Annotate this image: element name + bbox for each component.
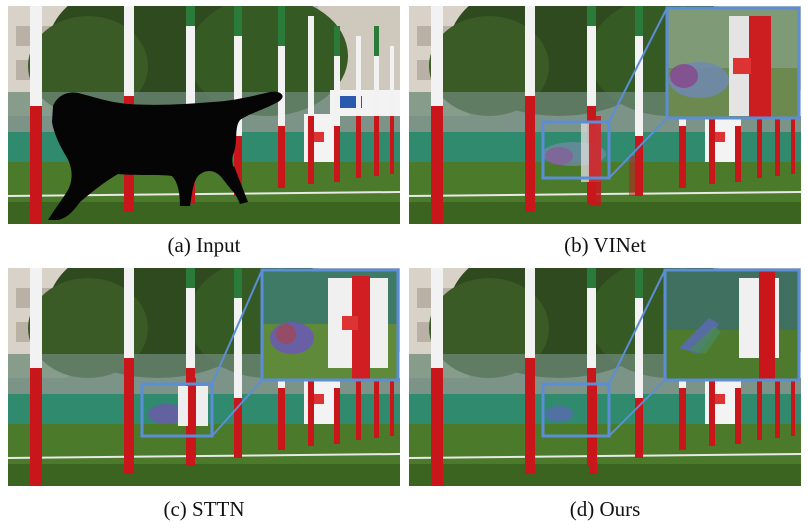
zoom-inset bbox=[665, 6, 801, 120]
zoom-inset bbox=[663, 268, 801, 382]
caption-sttn: (c) STTN bbox=[163, 497, 245, 521]
mask-silhouette bbox=[48, 91, 283, 220]
zoom-source-box bbox=[541, 382, 611, 438]
zoom-source-box bbox=[541, 120, 611, 180]
panel-input bbox=[8, 6, 400, 224]
caption-ours: (d) Ours bbox=[569, 497, 641, 521]
panel-ours bbox=[409, 268, 801, 486]
input-image bbox=[8, 6, 400, 224]
zoom-source-box bbox=[140, 382, 214, 438]
caption-vinet: (b) VINet bbox=[564, 233, 646, 257]
zoom-inset bbox=[260, 268, 400, 382]
panel-vinet bbox=[409, 6, 801, 224]
panel-sttn bbox=[8, 268, 400, 486]
ours-image bbox=[409, 268, 801, 486]
vinet-image bbox=[409, 6, 801, 224]
caption-input: (a) Input bbox=[167, 233, 241, 257]
sttn-image bbox=[8, 268, 400, 486]
